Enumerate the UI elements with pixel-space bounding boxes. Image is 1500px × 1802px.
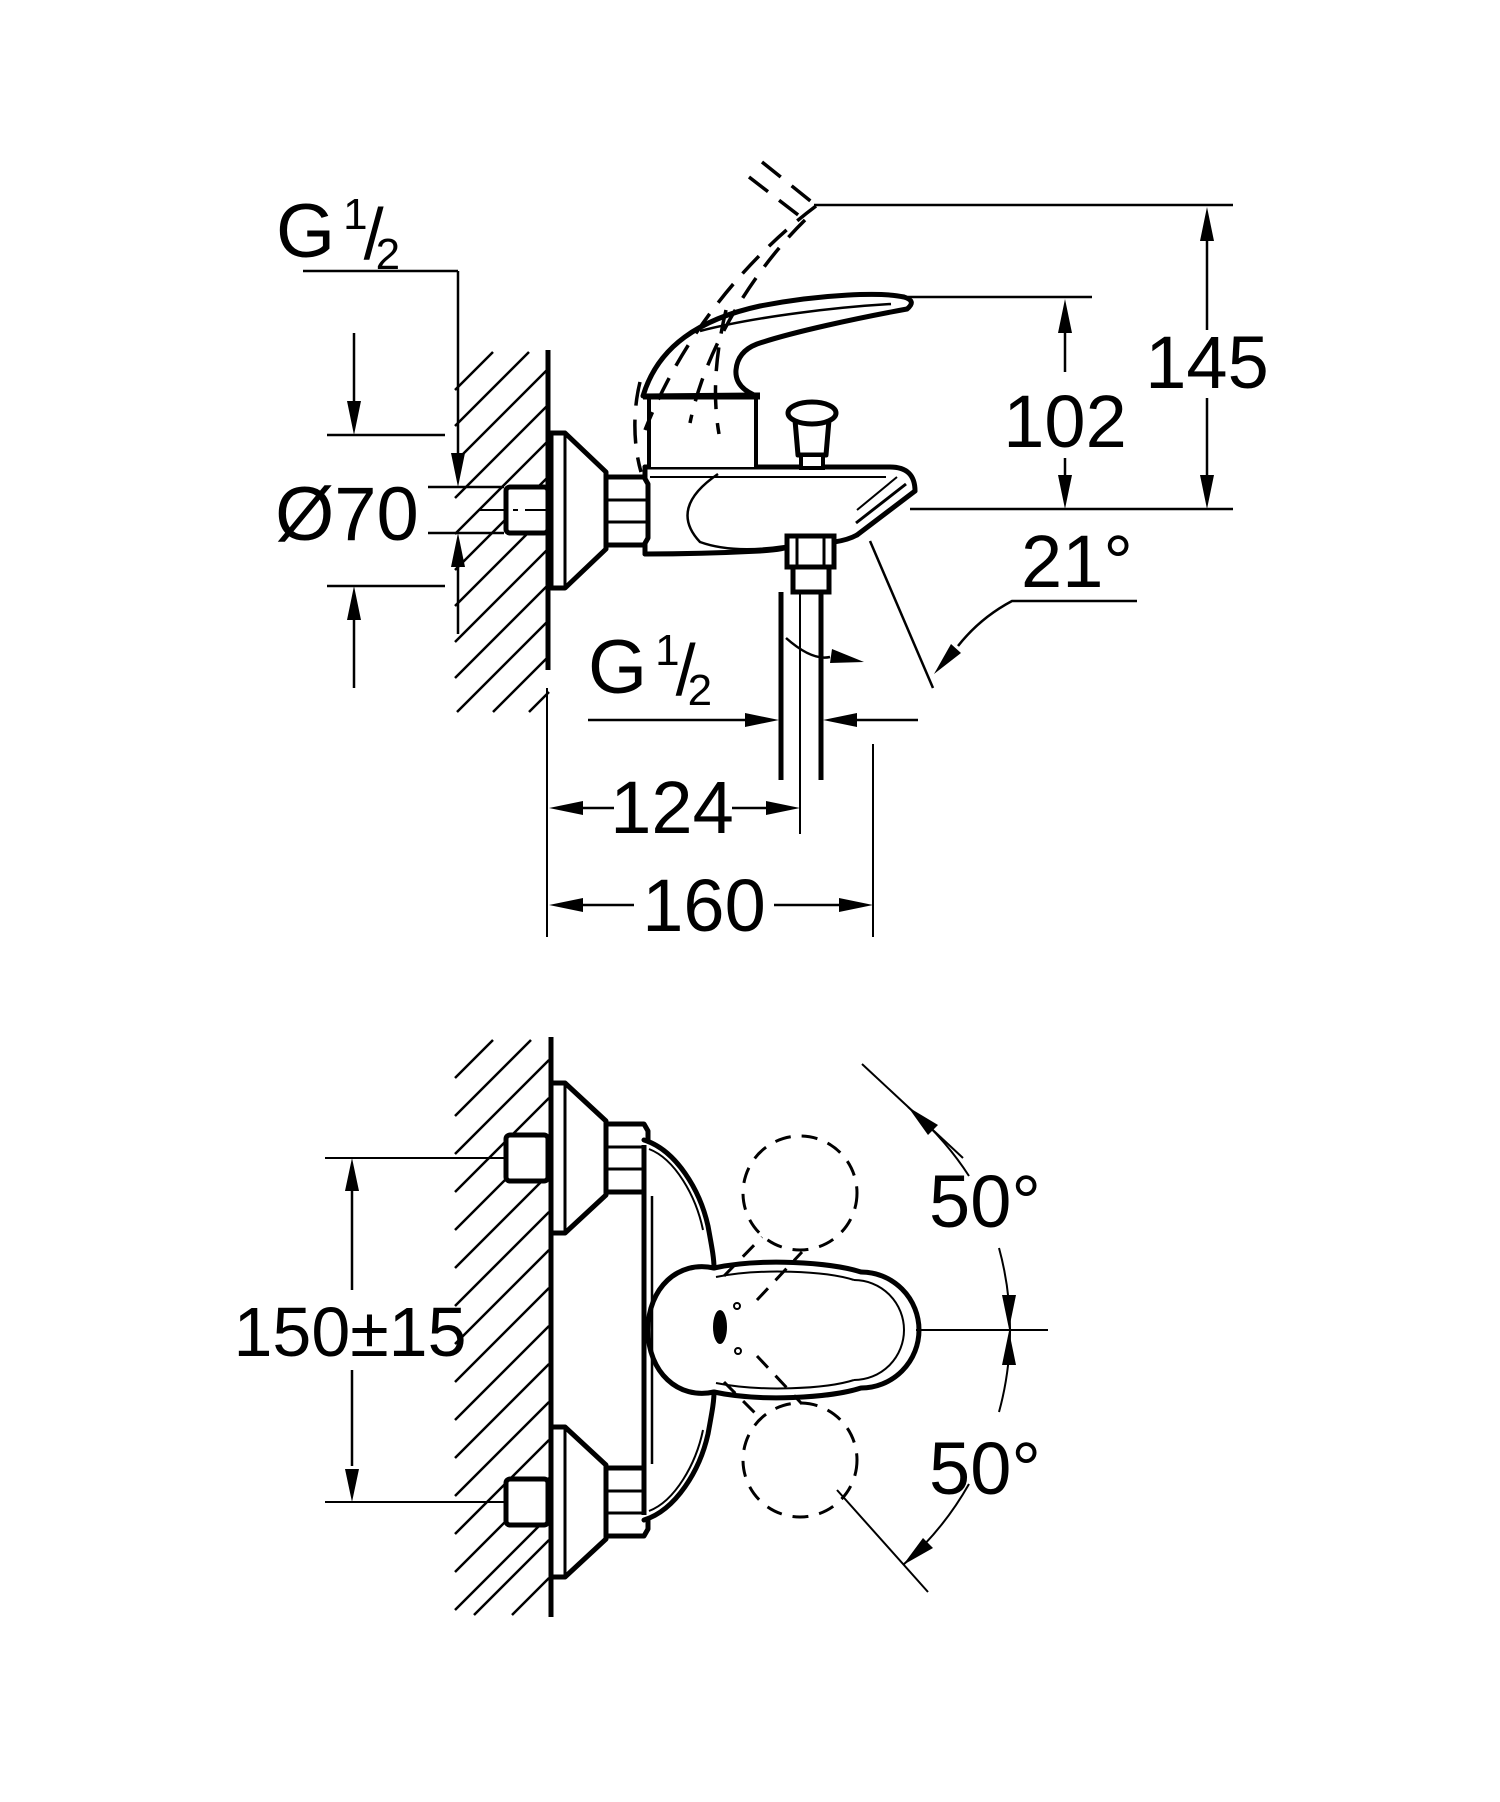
dim-raised-handle-height	[814, 203, 1233, 511]
plan-handle	[645, 1259, 922, 1401]
dim-handle-height	[908, 295, 1092, 509]
dim-160	[549, 898, 873, 912]
faucet-body	[642, 464, 918, 557]
plan-wall-hatch	[454, 1039, 550, 1616]
shower-hose	[778, 533, 837, 780]
label-50deg-upper: 50°	[929, 1160, 1041, 1243]
plan-mount-upper	[503, 1080, 651, 1236]
label-escutcheon-diameter: Ø70	[275, 472, 419, 557]
escutcheon	[548, 430, 609, 591]
plan-handle-rotated-upper	[722, 1134, 859, 1302]
dim-supply-thread	[303, 269, 504, 634]
label-150-15: 150±15	[233, 1293, 466, 1371]
label-145: 145	[1145, 321, 1268, 404]
dim-124	[549, 801, 800, 815]
dim-swing-angle	[836, 1063, 1016, 1593]
dim-hose-thread	[588, 713, 918, 727]
label-124: 124	[610, 766, 733, 849]
dim-mounting-distance	[325, 1157, 506, 1503]
label-102: 102	[1003, 380, 1126, 463]
label-21deg: 21°	[1021, 520, 1133, 603]
union-nut	[603, 474, 651, 548]
label-160: 160	[642, 864, 765, 947]
plan-mount-lower	[503, 1424, 651, 1580]
hose-tube	[778, 592, 824, 780]
label-50deg-lower: 50°	[929, 1427, 1041, 1510]
plan-view	[325, 1037, 1048, 1617]
handle-pivot-mark	[713, 1310, 727, 1344]
side-view	[303, 160, 1233, 937]
handle-raised-dashed	[633, 160, 820, 473]
spout-inner-contour	[686, 472, 787, 551]
spout-outlet	[854, 476, 918, 538]
dim-projections	[546, 594, 874, 937]
lever-handle	[640, 291, 914, 399]
diverter-knob	[785, 399, 839, 470]
cartridge-housing	[643, 392, 760, 467]
plan-body	[641, 1137, 918, 1523]
plan-handle-rotated-lower	[722, 1354, 859, 1519]
dim-spout-angle	[785, 540, 1137, 689]
dim-escutcheon-diameter	[327, 333, 445, 688]
